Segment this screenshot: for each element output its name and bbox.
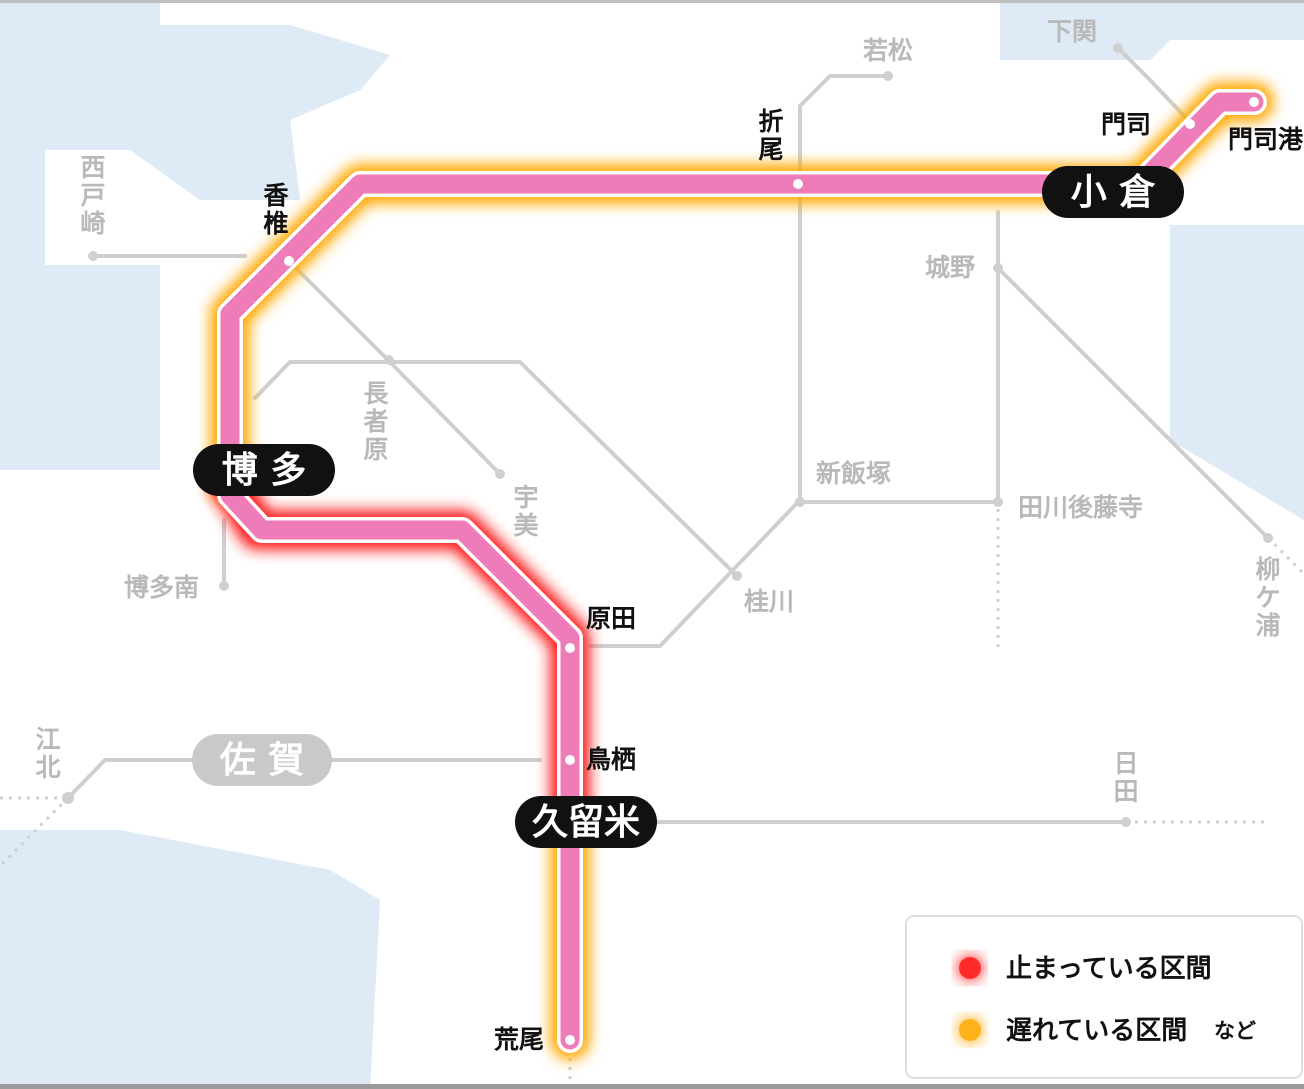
station-umi-2: 美 bbox=[513, 511, 538, 540]
secondary-station-dots bbox=[62, 43, 1273, 827]
station-kohoku-2: 北 bbox=[35, 753, 60, 782]
station-saitozaki-1: 西 bbox=[80, 153, 105, 182]
station-chojabaru-3: 原 bbox=[363, 435, 388, 464]
hub-kokura-label: 小 倉 bbox=[1071, 172, 1156, 213]
hub-kurume-label: 久留米 bbox=[532, 802, 640, 843]
station-saitozaki-3: 崎 bbox=[80, 209, 105, 238]
station-tosu: 鳥栖 bbox=[586, 745, 636, 774]
station-wakamatsu: 若松 bbox=[862, 36, 913, 65]
hub-saga-label: 佐 賀 bbox=[219, 740, 305, 781]
station-hita-1: 日 bbox=[1113, 749, 1138, 778]
station-arao: 荒尾 bbox=[494, 1025, 544, 1054]
station-yanagigaura-2: ケ bbox=[1255, 583, 1280, 612]
station-kashii-2: 椎 bbox=[263, 209, 288, 238]
station-haruda: 原田 bbox=[586, 604, 636, 633]
legend: 止まっている区間 遅れている区間 など bbox=[905, 915, 1303, 1079]
legend-delayed-label: 遅れている区間 bbox=[1006, 1016, 1187, 1046]
dotted-lines bbox=[0, 500, 1304, 1089]
station-hita-2: 田 bbox=[1113, 777, 1138, 806]
station-hakataminami: 博多南 bbox=[124, 573, 199, 602]
station-mojiko: 門司港 bbox=[1228, 125, 1304, 154]
station-orio-1: 折 bbox=[758, 107, 783, 136]
station-shiiizuka: 新飯塚 bbox=[816, 459, 891, 488]
station-umi-1: 宇 bbox=[513, 483, 538, 512]
secondary-lines bbox=[66, 46, 1270, 824]
station-orio-2: 尾 bbox=[758, 135, 783, 164]
hub-kokura: 小 倉 bbox=[1042, 166, 1184, 218]
top-border bbox=[0, 0, 1304, 3]
legend-delayed-suffix: など bbox=[1214, 1019, 1256, 1043]
station-moji: 門司 bbox=[1101, 110, 1151, 139]
station-kashii-1: 香 bbox=[263, 181, 288, 210]
station-chojabaru-1: 長 bbox=[363, 379, 389, 408]
bottom-border bbox=[0, 1084, 1304, 1089]
station-yanagigaura-1: 柳 bbox=[1255, 555, 1280, 584]
station-jono: 城野 bbox=[925, 253, 975, 282]
legend-stopped-label: 止まっている区間 bbox=[1006, 954, 1212, 984]
station-shimonoseki: 下関 bbox=[1047, 17, 1097, 46]
main-line bbox=[220, 92, 1264, 1050]
main-station-dots bbox=[284, 97, 1259, 1045]
hub-saga: 佐 賀 bbox=[192, 734, 332, 786]
hub-hakata: 博 多 bbox=[193, 444, 335, 496]
station-keisen: 桂川 bbox=[744, 587, 794, 616]
station-saitozaki-2: 戸 bbox=[80, 181, 105, 210]
hub-kurume: 久留米 bbox=[515, 796, 657, 848]
station-kohoku-1: 江 bbox=[35, 725, 60, 754]
station-yanagigaura-3: 浦 bbox=[1255, 611, 1280, 640]
hub-hakata-label: 博 多 bbox=[222, 450, 307, 491]
station-chojabaru-2: 者 bbox=[363, 407, 388, 436]
station-tagawagotoji: 田川後藤寺 bbox=[1018, 493, 1143, 522]
